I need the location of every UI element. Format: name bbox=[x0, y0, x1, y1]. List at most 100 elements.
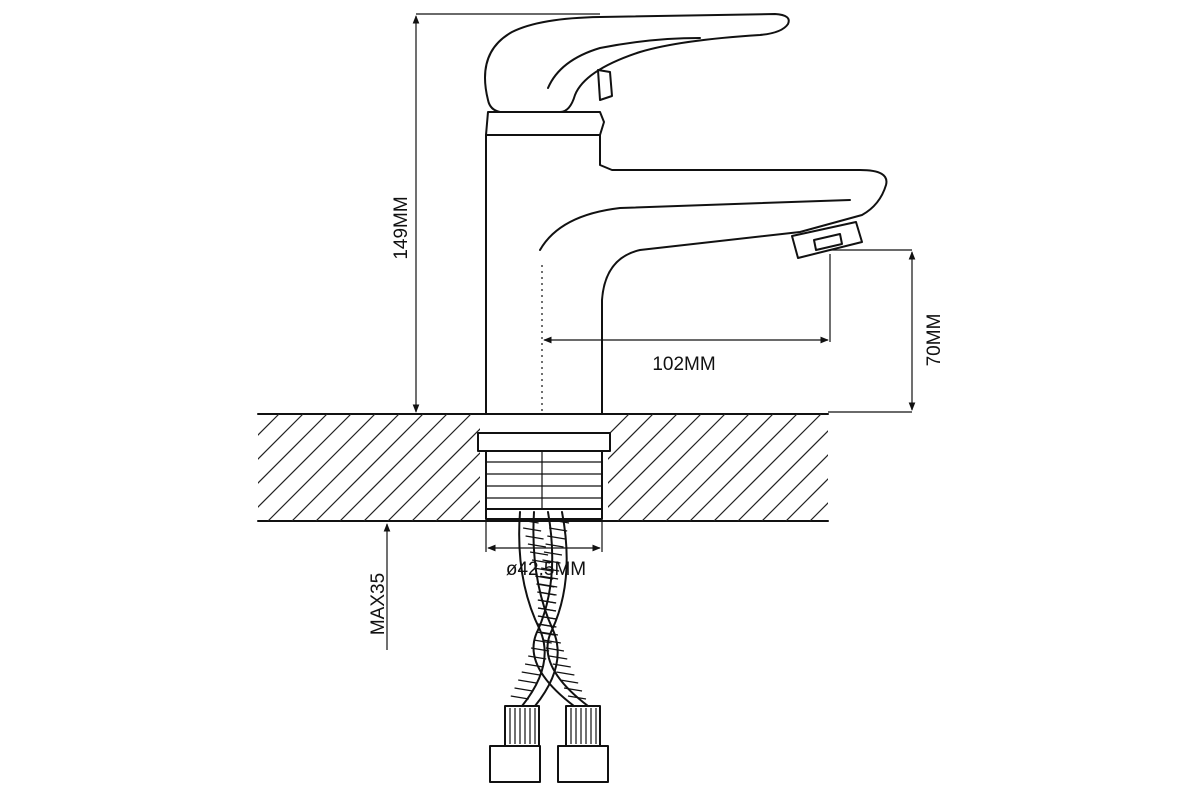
aerator-outlet bbox=[813, 233, 843, 251]
hose-ring bbox=[543, 551, 563, 556]
hose-braid bbox=[510, 519, 587, 700]
hose-fitting-left bbox=[504, 705, 540, 747]
deck-hatch-left bbox=[148, 414, 480, 521]
hatch-line bbox=[387, 428, 480, 521]
hose-ring bbox=[545, 543, 564, 548]
hatch-line bbox=[267, 414, 376, 521]
hatch-line bbox=[641, 414, 750, 521]
lever-contour bbox=[547, 37, 701, 89]
hose-ring bbox=[542, 639, 561, 644]
hose-ring bbox=[550, 519, 570, 524]
hose-ring bbox=[527, 543, 547, 548]
hatch-line bbox=[665, 414, 774, 521]
hose-ring bbox=[560, 679, 579, 684]
aerator bbox=[791, 221, 863, 259]
hatch-line bbox=[608, 414, 654, 460]
hatch-line bbox=[363, 414, 472, 521]
hose-ring bbox=[528, 655, 547, 660]
hose-ring bbox=[524, 663, 544, 668]
flexible-hoses bbox=[489, 511, 609, 783]
hatch-line bbox=[785, 478, 828, 521]
hose-ring bbox=[539, 575, 559, 580]
hose-ring bbox=[535, 575, 554, 580]
hose-ring bbox=[567, 695, 587, 700]
dimension-total-height: 149MM bbox=[391, 13, 600, 413]
mounting-nut bbox=[485, 450, 603, 510]
hatch-line bbox=[148, 414, 255, 521]
hose-ring bbox=[539, 631, 559, 636]
body-collar bbox=[485, 111, 605, 136]
hose-ring bbox=[537, 607, 557, 612]
dimension-spout-height: 70MM bbox=[828, 249, 945, 413]
hose-ring bbox=[531, 559, 551, 564]
hose-ring bbox=[531, 647, 550, 652]
hose-ring bbox=[510, 695, 529, 700]
hose-ring bbox=[520, 519, 539, 524]
spout-height-label: 70MM bbox=[924, 314, 945, 367]
spout-underside bbox=[539, 199, 851, 251]
hose-ring bbox=[518, 679, 537, 684]
hatch-line bbox=[459, 500, 480, 521]
hatch-line bbox=[737, 430, 828, 521]
mounting-assembly bbox=[477, 432, 611, 520]
max-thickness-label: MAX35 bbox=[368, 573, 389, 635]
hatch-line bbox=[339, 414, 448, 521]
hose-nut-left bbox=[489, 745, 541, 783]
hose-ring bbox=[533, 567, 552, 572]
hose-ring bbox=[514, 687, 533, 692]
dimension-max-thickness: MAX35 bbox=[368, 523, 391, 650]
faucet-body bbox=[484, 13, 888, 415]
hose-ring bbox=[549, 527, 568, 532]
hatch-line bbox=[411, 452, 480, 521]
spout bbox=[485, 134, 888, 415]
hose-ring bbox=[539, 583, 558, 588]
handle-cap bbox=[597, 69, 613, 101]
hose-ring bbox=[549, 655, 568, 660]
hose-ring bbox=[538, 599, 557, 604]
hose-ring bbox=[538, 591, 557, 596]
deck-hatch-right bbox=[608, 414, 941, 521]
hatch-line bbox=[258, 414, 280, 436]
hatch-line bbox=[315, 414, 424, 521]
hose-nut-right bbox=[557, 745, 609, 783]
hatch-line bbox=[713, 414, 822, 521]
hose-ring bbox=[525, 535, 544, 540]
hatch-line bbox=[617, 414, 726, 521]
hose-ring bbox=[538, 623, 557, 628]
hatch-line bbox=[258, 414, 352, 508]
hose-ring bbox=[547, 535, 566, 540]
hatch-line bbox=[608, 414, 678, 484]
dimension-spout-reach: 102MM bbox=[543, 254, 831, 375]
hatch-line bbox=[809, 502, 828, 521]
hose-ring bbox=[556, 671, 575, 676]
hose-ring bbox=[523, 527, 542, 532]
nut-base bbox=[485, 508, 603, 520]
hose-fitting-right bbox=[565, 705, 601, 747]
hatch-line bbox=[608, 414, 702, 508]
spout-reach-label: 102MM bbox=[652, 354, 715, 375]
hatch-line bbox=[689, 414, 798, 521]
hatch-line bbox=[258, 414, 304, 460]
hatch-line bbox=[834, 414, 941, 521]
hose-ring bbox=[541, 567, 560, 572]
hatch-line bbox=[435, 476, 480, 521]
hose-ring bbox=[552, 663, 571, 668]
dimension-base-diameter: ø42.5MM bbox=[485, 521, 603, 580]
hose-ring bbox=[542, 559, 561, 564]
hose-ring bbox=[545, 647, 565, 652]
hatch-line bbox=[608, 414, 630, 436]
hatch-line bbox=[258, 414, 328, 484]
total-height-label: 149MM bbox=[391, 196, 412, 259]
base-diameter-label: ø42.5MM bbox=[506, 559, 586, 580]
mounting-washer bbox=[477, 432, 611, 452]
hose-ring bbox=[521, 671, 540, 676]
hose-ring bbox=[535, 631, 555, 636]
hatch-line bbox=[291, 414, 400, 521]
hose-ring bbox=[563, 687, 583, 692]
lever-handle bbox=[484, 13, 790, 113]
countertop-section bbox=[148, 413, 941, 522]
hatch-line bbox=[761, 454, 828, 521]
hose-ring bbox=[529, 551, 549, 556]
hose-ring bbox=[537, 615, 557, 620]
